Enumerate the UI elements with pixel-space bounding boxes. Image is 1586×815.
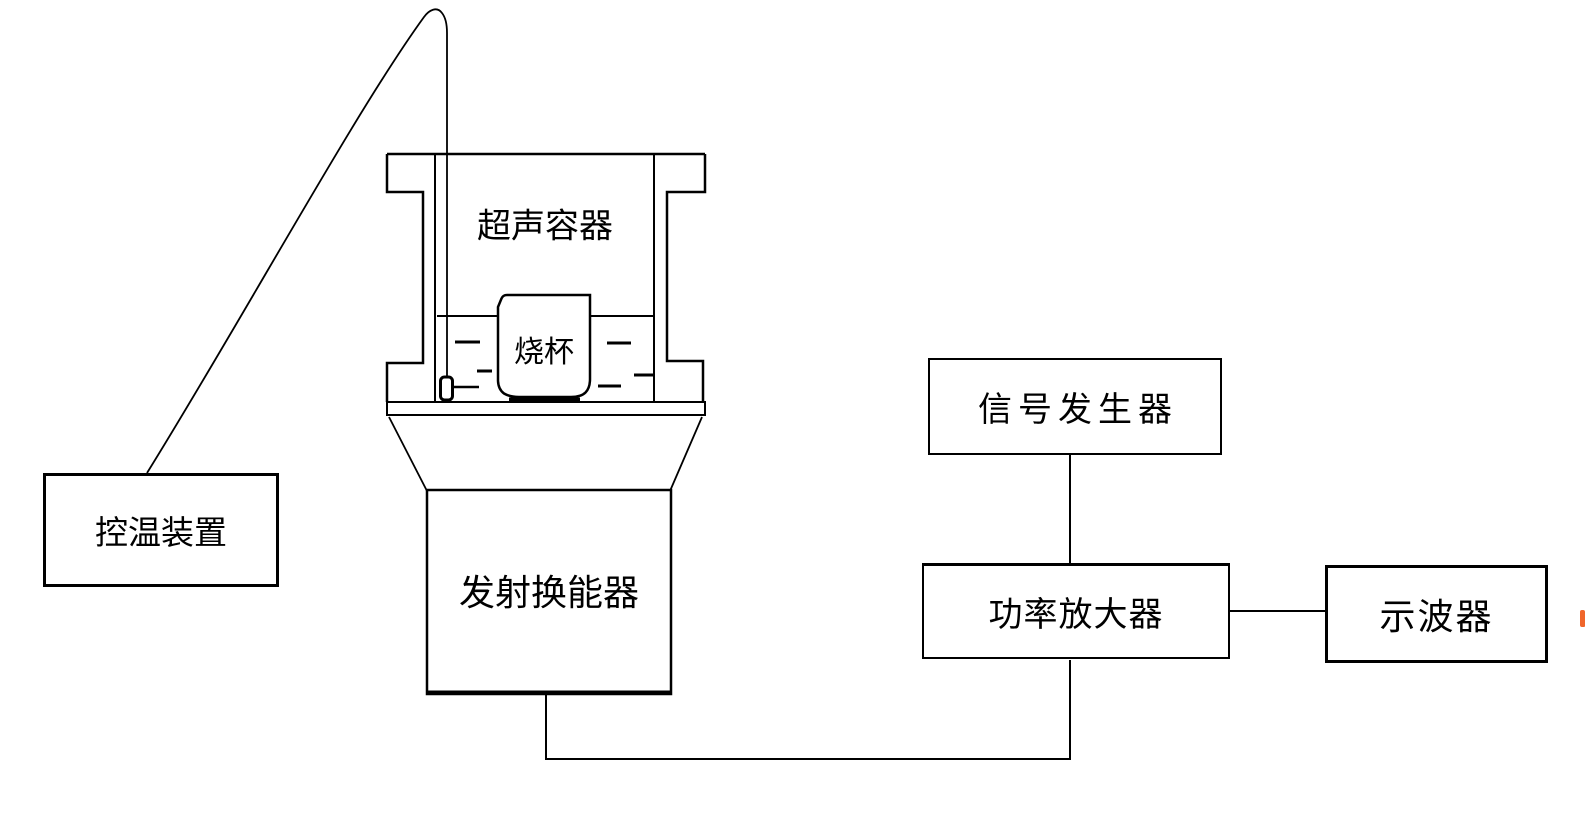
power-amplifier-box: 功率放大器 — [922, 563, 1230, 659]
beaker-outline — [496, 293, 592, 399]
tank-outline — [385, 152, 707, 402]
transducer-cable — [545, 660, 1071, 760]
tank-base-plate — [386, 401, 706, 416]
transducer-label: 发射换能器 — [458, 573, 640, 614]
beaker-label: 烧杯 — [514, 335, 574, 370]
temperature-sensor — [439, 375, 454, 402]
signal-generator-label: 信号发生器 — [978, 390, 1178, 430]
power-amplifier-label: 功率放大器 — [988, 595, 1164, 635]
oscilloscope-label: 示波器 — [1379, 597, 1494, 638]
oscilloscope-box: 示波器 — [1325, 565, 1548, 663]
funnel-lines — [388, 416, 703, 492]
ultrasonic-container-label: 超声容器 — [477, 206, 613, 247]
orange-cursor-mark — [1580, 610, 1585, 627]
signal-generator-box: 信号发生器 — [928, 358, 1222, 455]
water-dashes — [455, 340, 654, 388]
temperature-controller-label: 控温装置 — [95, 513, 227, 552]
temperature-controller-box: 控温装置 — [43, 473, 279, 587]
tank-inner-walls — [434, 155, 655, 402]
probe-wire-curve — [146, 8, 448, 474]
